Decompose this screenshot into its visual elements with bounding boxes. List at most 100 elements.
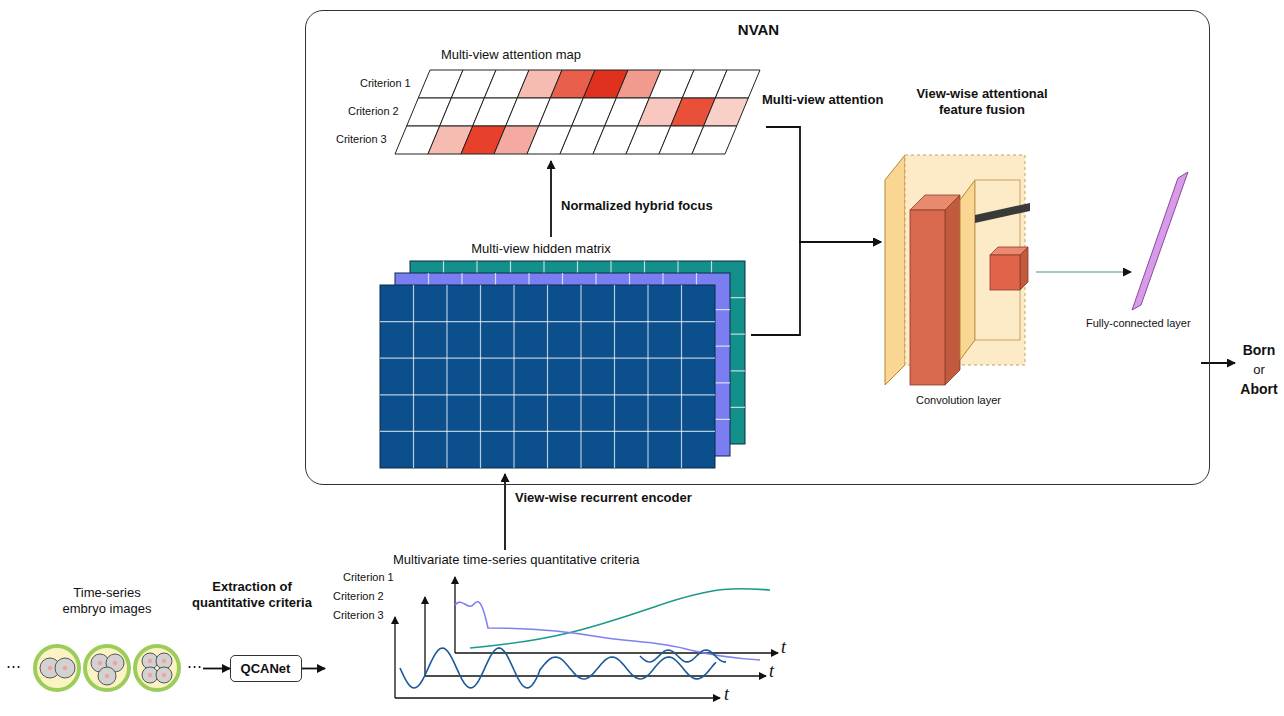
attention-map: Multi-view attention map [391, 47, 766, 161]
hidden-matrix [681, 285, 682, 468]
time-series-axes [425, 675, 766, 676]
annotation: Criterion 2 [333, 590, 384, 603]
convolution-block [885, 155, 905, 385]
annotation: Multi-view attention [762, 92, 883, 108]
node-label: Time-series embryo images [57, 585, 157, 616]
hidden-matrix [614, 285, 615, 468]
node-label: Multivariate time-series quantitative cr… [393, 552, 639, 568]
attention-grid [715, 70, 760, 98]
time-series-curve [455, 602, 760, 660]
ellipsis: ⋯ [187, 657, 202, 675]
flow-arrow [302, 668, 325, 670]
fully-connected-bar [1132, 172, 1188, 310]
hidden-matrix [446, 285, 447, 468]
node-label: Fully-connected layer [1086, 317, 1191, 330]
embryo-image [162, 659, 166, 663]
embryo-image [135, 646, 179, 690]
hidden-matrix [380, 358, 715, 359]
embryo-image [156, 667, 172, 683]
convolution-block [885, 155, 1030, 385]
convolution-block [975, 180, 1020, 340]
fully-connected-layer: Fully-connected layer [1131, 171, 1201, 371]
attention-grid [704, 98, 749, 126]
hidden-matrix [580, 285, 581, 468]
node-label: Convolution layer [916, 394, 1001, 407]
flow-arrow [751, 242, 881, 335]
annotation: View-wise attentional feature fusion [893, 86, 1071, 117]
convolution-block [945, 195, 960, 385]
embryo-image [148, 659, 152, 663]
convolution-block [910, 210, 945, 385]
embryo-image [55, 658, 75, 678]
attention-grid [395, 70, 760, 154]
hidden-matrix [647, 285, 648, 468]
attention-grid [692, 126, 737, 154]
annotation: Criterion 1 [343, 571, 394, 584]
embryo-image [105, 674, 109, 678]
hidden-matrix [380, 285, 715, 468]
flow-arrow [1036, 271, 1131, 272]
ellipsis: ⋯ [6, 657, 21, 675]
convolution-layer: Convolution layer [881, 151, 1036, 413]
hidden-matrix [413, 285, 414, 468]
embryo-image [35, 646, 79, 690]
convolution-block [960, 180, 975, 360]
time-series-axes [395, 577, 778, 698]
embryo-image [98, 661, 102, 665]
nvan-frame: NVAN Multi-view attention mapMulti-view h… [305, 10, 1210, 485]
convolution-block [990, 255, 1020, 290]
time-series-curve [640, 650, 726, 662]
qcanet-box: QCANet [230, 655, 302, 682]
hidden-matrix [480, 285, 481, 468]
fully-connected-bar [1132, 172, 1188, 310]
hidden-matrix [513, 285, 514, 468]
node-label: or [1238, 362, 1280, 378]
embryo-image [63, 666, 67, 670]
embryo-image [162, 673, 166, 677]
hidden-matrix [380, 261, 745, 468]
embryo-image [113, 661, 117, 665]
edge-label: Normalized hybrid focus [561, 198, 713, 214]
embryo-image [148, 673, 152, 677]
flow-arrow [504, 474, 506, 550]
hidden-matrix [380, 431, 715, 432]
time-series-curve [400, 648, 716, 688]
flow-arrow [550, 161, 552, 237]
embryo-image [98, 667, 116, 685]
flow-arrow [203, 668, 230, 670]
time-series-axes [424, 597, 425, 676]
annotation: Criterion 1 [360, 77, 411, 90]
annotation: Criterion 3 [333, 609, 384, 622]
axis-label: t [724, 684, 729, 706]
annotation: Criterion 2 [348, 105, 399, 118]
axis-label: t [769, 661, 774, 683]
node-label: Born [1238, 342, 1280, 359]
hidden-matrix [547, 285, 548, 468]
convolution-block [975, 203, 1030, 223]
embryo-image [35, 646, 179, 690]
output-class: Born orAbort [1238, 342, 1280, 400]
edge-label: View-wise recurrent encoder [515, 490, 692, 506]
box-title: NVAN [306, 21, 1211, 39]
time-series-axes [395, 697, 720, 698]
embryo-images: Time-series embryo images [30, 585, 185, 700]
node-label: Multi-view hidden matrix [441, 241, 641, 257]
hidden-matrix [380, 394, 715, 395]
time-series-axes [455, 652, 778, 653]
hidden-matrix: Multi-view hidden matrix [376, 239, 751, 474]
node-label: Abort [1238, 381, 1280, 398]
hidden-matrix [380, 321, 715, 322]
node-label: Multi-view attention map [411, 47, 611, 63]
axis-label: t [781, 637, 786, 659]
box-title: QCANet [231, 661, 300, 677]
edge-label: Extraction of quantitative criteria [183, 579, 321, 610]
flow-arrow [1201, 362, 1235, 364]
flow-arrow [766, 127, 881, 242]
time-series-axes [394, 617, 395, 698]
embryo-image [85, 646, 129, 690]
embryo-image [48, 666, 52, 670]
convolution-block [1020, 247, 1028, 290]
time-series-curve [400, 589, 770, 688]
time-series-axes [454, 577, 455, 653]
